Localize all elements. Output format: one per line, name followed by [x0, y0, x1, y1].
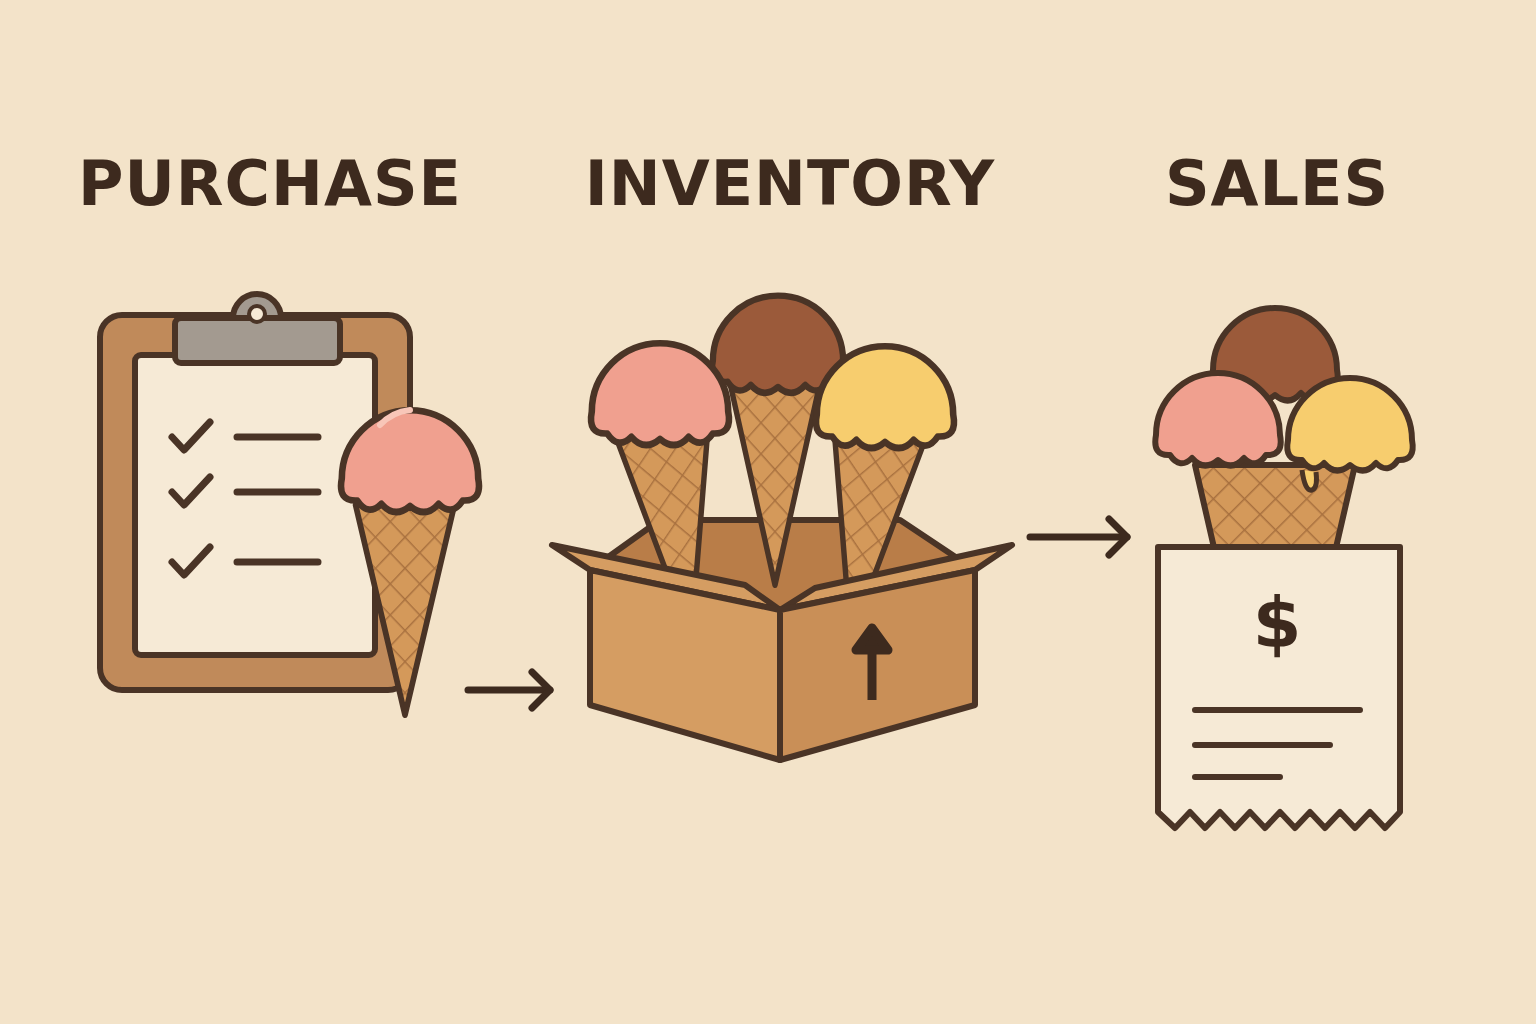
- stage-heading: INVENTORY: [550, 150, 1030, 218]
- inventory-box-part: [780, 570, 975, 760]
- stage-node: INVENTORY: [550, 150, 1030, 765]
- clipboard-icon-part: [175, 318, 340, 363]
- inventory-box-part: [591, 343, 729, 445]
- clipboard-icon-part: [135, 355, 375, 655]
- clipboard-icon-part-part: [172, 477, 210, 505]
- ice-cream-cone-part: [380, 410, 410, 425]
- sales-ice-cream-part: [1302, 470, 1317, 490]
- flow-arrow-line: [468, 687, 550, 694]
- ice-cream-cone-part: [341, 410, 479, 512]
- inventory-box-part: [856, 628, 888, 700]
- ice-cream-cone-part: [356, 505, 455, 715]
- inventory-box-part: [728, 375, 822, 585]
- inventory-box-part: [590, 570, 780, 760]
- stage-node: PURCHASE: [72, 150, 468, 720]
- arrow-head: [532, 672, 550, 708]
- sales-ice-cream: [1155, 308, 1412, 552]
- flow-arrow: [468, 672, 550, 708]
- sales-ice-cream-part: [1287, 378, 1412, 471]
- stage-node: SALES $: [1127, 150, 1427, 840]
- inventory-box: [552, 296, 1012, 760]
- sales-ice-cream-part: [1155, 373, 1280, 466]
- stage-heading: PURCHASE: [72, 150, 468, 218]
- sales-ice-cream-part: [1195, 465, 1355, 552]
- clipboard-icon-part-part: [172, 547, 210, 575]
- ice-cream-cone: [341, 410, 479, 715]
- clipboard-icon-part-part: [237, 437, 318, 562]
- clipboard-icon-part-part: [172, 422, 210, 450]
- stage-heading: SALES: [1127, 150, 1427, 218]
- currency-symbol: $: [1127, 588, 1427, 658]
- inventory-box-part: [816, 346, 954, 448]
- receipt-part: [1195, 710, 1360, 777]
- flow-arrow: [1030, 519, 1127, 555]
- clipboard-icon-part: [172, 422, 318, 575]
- arrow-head: [1109, 519, 1127, 555]
- flow-arrow-line: [1030, 534, 1127, 541]
- clipboard-icon-part: [249, 306, 265, 322]
